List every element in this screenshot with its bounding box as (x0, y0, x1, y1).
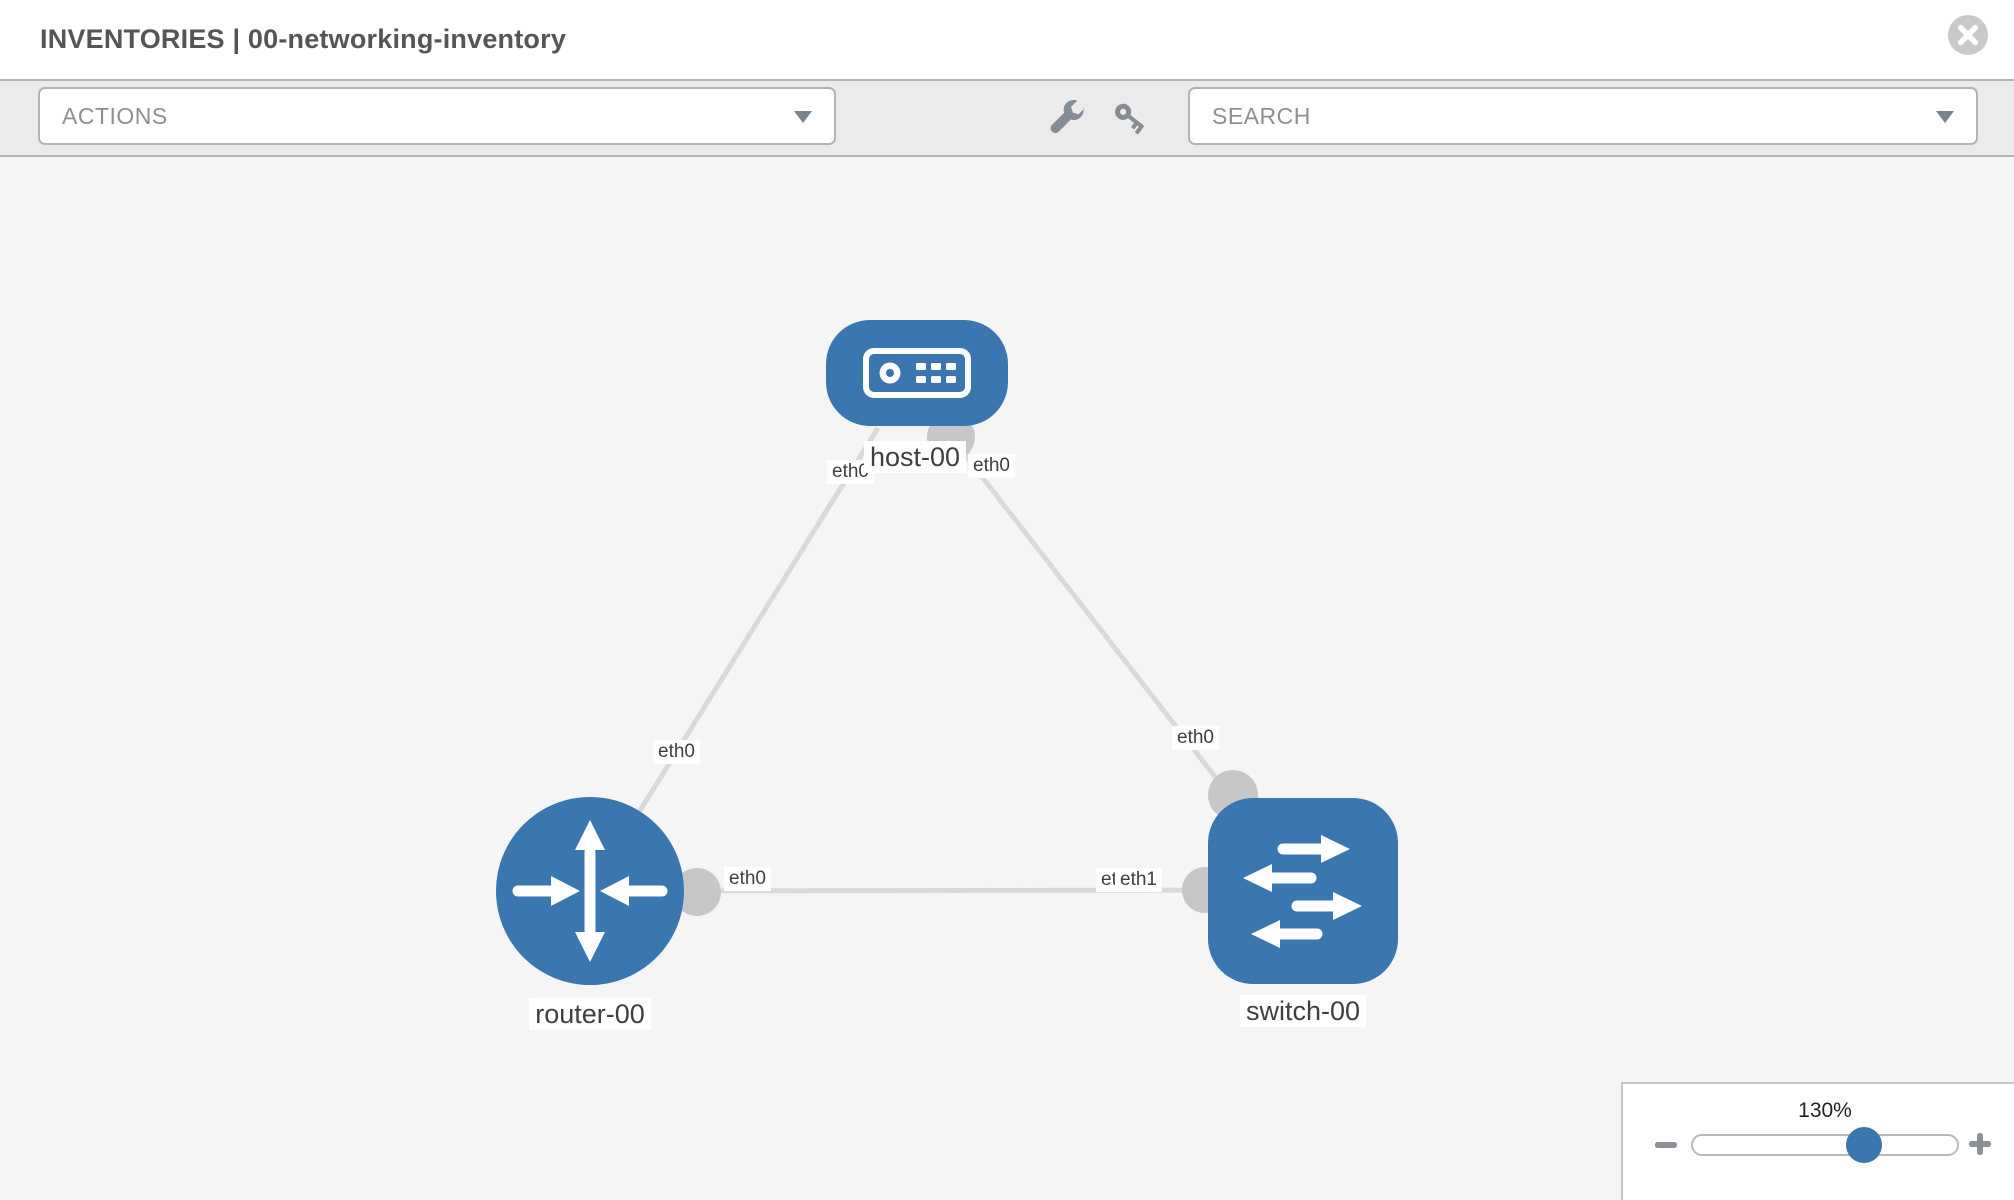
interface-endpoint[interactable] (673, 868, 721, 916)
wrench-icon (1050, 100, 1085, 134)
zoom-out-button[interactable] (1653, 1132, 1679, 1158)
interface-label: eth0 (968, 454, 1015, 478)
zoom-control-panel: 130% (1621, 1082, 2014, 1200)
node-label-router: router-00 (529, 998, 651, 1030)
node-switch[interactable] (1208, 798, 1398, 984)
plus-icon (1969, 1133, 1991, 1155)
configure-tools-button[interactable] (1048, 98, 1088, 138)
node-label-host: host-00 (863, 441, 967, 473)
host-icon (863, 348, 971, 398)
topology-canvas[interactable]: eth0 eth0 eth0 eth0 eth0 eth0 eth1 host-… (0, 157, 2014, 1200)
zoom-slider[interactable] (1691, 1134, 1959, 1156)
interface-label: eth0 (724, 867, 771, 891)
close-icon (1948, 15, 1988, 55)
zoom-level-label: 130% (1798, 1099, 1852, 1122)
router-icon (512, 820, 668, 962)
switch-icon (1243, 835, 1362, 948)
minus-icon (1655, 1142, 1677, 1148)
actions-dropdown-label: ACTIONS (62, 103, 168, 129)
toolbar: ACTIONS (0, 79, 2014, 157)
node-label-switch: switch-00 (1239, 995, 1367, 1027)
node-host[interactable] (826, 320, 1008, 426)
close-button[interactable] (1948, 15, 1988, 55)
zoom-slider-knob[interactable] (1846, 1127, 1882, 1163)
interface-label: eth0 (1172, 726, 1219, 750)
topology-graph (496, 320, 1398, 985)
chevron-down-icon (794, 111, 812, 123)
search-box[interactable] (1188, 87, 1978, 145)
header-bar: INVENTORIES | 00-networking-inventory (0, 0, 2014, 79)
actions-dropdown[interactable]: ACTIONS (38, 87, 836, 145)
page-title: INVENTORIES | 00-networking-inventory (40, 24, 567, 54)
zoom-in-button[interactable] (1967, 1131, 1993, 1157)
chevron-down-icon (1936, 111, 1954, 123)
interface-label: eth0 (653, 740, 700, 764)
interface-label: eth1 (1115, 868, 1162, 892)
key-icon (1115, 103, 1144, 135)
credentials-button[interactable] (1111, 98, 1151, 138)
search-input[interactable] (1212, 89, 1852, 143)
